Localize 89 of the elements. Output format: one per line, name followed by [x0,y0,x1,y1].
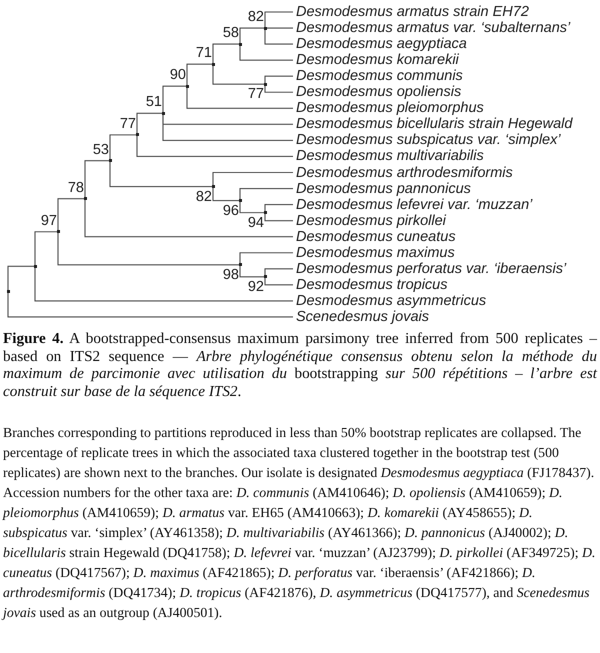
tree-branch [186,64,213,86]
taxon-label: Desmodesmus asymmetricus [296,292,486,309]
branch-point [238,199,242,202]
tree-branch [264,276,293,286]
branch-point [84,197,86,200]
figure-caption: Figure 4. A bootstrapped-consensus maximum parsimony tree inferred from 500 replicates – based on ITS2 sequence — Arbre phylogénétique consensus obtenu selon la méthode du maximum de parcimonie avec utilisation du bootstrapping sur 500 répétitions – l’arbre est construit sur base de la séquence ITS2. [3,330,597,400]
taxon-label: Desmodesmus pleiomorphus [296,100,484,116]
branch-point [136,133,138,136]
bootstrap-value: 53 [92,142,109,158]
tree-branch [239,200,265,214]
branch-point [212,62,214,66]
taxon-label: Desmodesmus armatus strain EH72 [296,4,529,20]
taxon-label: Desmodesmus pannonicus [296,180,471,197]
branch-point [6,290,10,294]
tree-branch [212,186,240,202]
tree-branch [264,268,293,277]
tree-branch [212,44,240,64]
tree-branch [264,28,293,29]
branch-point [264,211,266,214]
branch-point [238,42,242,46]
tree-branch [57,198,85,232]
taxon-label: Scenedesmus jovais [296,308,429,325]
tree-branch [239,264,265,278]
tree-branch [162,86,187,114]
tree-branch [136,112,163,135]
bootstrap-value: 82 [194,190,212,205]
branch-point [264,26,266,30]
tree-branch [264,76,293,84]
bootstrap-value: 98 [222,268,239,283]
tree-branch [239,28,265,44]
tree-branch [109,160,213,188]
tree-branch [186,86,293,109]
bootstrap-value: 90 [168,68,186,84]
tree-branch [84,198,293,238]
taxon-label: Desmodesmus bicellularis strain Hegewald [296,116,572,132]
taxon-label: Desmodesmus opoliensis [296,84,462,100]
bootstrap-value: 96 [222,204,239,219]
bootstrap-value: 77 [246,87,264,102]
tree-branch [264,84,293,93]
branch-point [264,82,266,86]
note-paragraph: Branches corresponding to partitions reproduced in less than 50% bootstrap replicates are collapsed. The percentage of replicate trees in which the associated taxa clustered together in the bootstrap test (500 replicates) are shown next to the branches. Our isolate is designated Desmodesmus aegyptiaca (FJ178437). Accession numbers for the other taxa are: D. communis (AM410646); D. opoliensis (AM410659); D. pleiomorphus (AM410659); D. armatus var. EH65 (AM410663); D. komarekii (AY458655); D. subspicatus var. ‘simplex’ (AY461358); D. multivariabilis (AY461366); D. pannonicus (AJ40002); D. bicellularis strain Hegewald (DQ41758); D. lefevrei var. ‘muzzan’ (AJ23799); D. pirkollei (AF349725); D. cuneatus (DQ417567); D. maximus (AF421865); D. perforatus var. ‘iberaensis’ (AF421866); D. arthrodesmiformis (DQ41734); D. tropicus (AF421876), D. asymmetricus (DQ417577), and Scenedesmus jovais used as an outgroup (AJ400501). [3,424,596,622]
taxon-label: Desmodesmus komarekii [296,52,459,68]
branch-point [34,264,36,268]
taxon-label: Desmodesmus arthrodesmiformis [296,164,513,180]
taxon-label: Desmodesmus communis [296,68,463,84]
taxon-label: Desmodesmus aegyptiaca [296,36,467,52]
tree-branch [162,113,293,141]
bootstrap-value: 92 [246,280,264,295]
tree-branch [34,231,58,266]
branch-point [108,159,112,162]
tree-branch [239,44,293,61]
tree-branch [212,64,265,85]
bootstrap-value: 94 [246,216,264,231]
tree-branch [57,232,240,266]
tree-branch [109,134,137,161]
tree-branch [239,188,293,201]
taxon-label: Desmodesmus cuneatus [296,228,456,245]
tree-branch [212,172,293,187]
tree-branch [264,28,293,45]
bootstrap-value: 51 [144,95,162,110]
tree-branch [264,212,293,222]
bootstrap-value: 82 [246,10,264,26]
taxon-label: Desmodesmus multivariabilis [296,148,484,164]
branch-point [186,84,188,88]
branch-point [162,112,164,115]
branch-point [264,275,266,278]
taxon-label: Desmodesmus tropicus [296,276,448,293]
taxon-label: Desmodesmus perforatus var. ‘iberaensis’ [296,260,566,277]
bootstrap-value: 71 [194,46,212,62]
branch-point [238,263,242,266]
tree-branch [7,266,35,292]
bootstrap-value: 78 [66,180,84,196]
taxon-label: Desmodesmus pirkollei [296,212,446,229]
tree-branch [7,292,293,318]
tree-branch [136,134,293,157]
taxon-label: Desmodesmus subspicatus var. ‘simplex’ [296,132,561,148]
taxon-label: Desmodesmus armatus var. ‘subalternans’ [296,20,570,36]
tree-branch [34,266,293,302]
branch-point [56,230,60,234]
taxon-label: Desmodesmus lefevrei var. ‘muzzan’ [296,196,532,213]
tree-branch [84,160,110,199]
taxon-label: Desmodesmus maximus [296,244,455,261]
tree-branch [264,204,293,213]
tree-branch [264,11,293,28]
bootstrap-value: 77 [118,116,136,132]
branch-point [212,185,214,188]
bootstrap-value: 58 [222,26,239,42]
tree-branch [239,252,293,265]
bootstrap-value: 97 [40,214,57,229]
